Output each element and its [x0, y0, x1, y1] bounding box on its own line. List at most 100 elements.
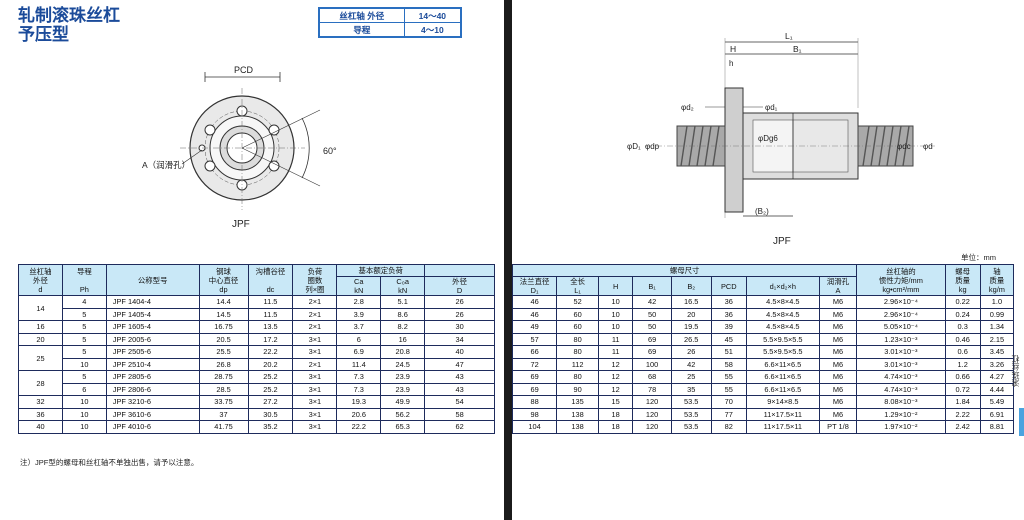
- table-cell: 1.2: [944, 357, 981, 371]
- side-tab[interactable]: [1019, 408, 1024, 436]
- table-cell: 78: [632, 382, 672, 396]
- table-cell: 36: [18, 407, 63, 421]
- table-cell: 1.29×10⁻²: [856, 407, 946, 421]
- table-cell: 14: [18, 295, 63, 321]
- table-cell: 4: [61, 295, 107, 309]
- table-cell: 4.27: [979, 370, 1015, 384]
- D1-label: φD₁: [627, 142, 641, 151]
- table-cell: JPF 2805-6: [105, 370, 200, 384]
- table-cell: 20: [18, 332, 63, 346]
- table-cell: 14.4: [198, 295, 249, 309]
- table-cell: 1.97×10⁻²: [856, 420, 946, 434]
- table-cell: M6: [818, 332, 858, 346]
- table-cell: 5: [61, 307, 107, 321]
- table-cell: 10: [598, 307, 634, 321]
- table-cell: 43: [424, 382, 495, 396]
- table-cell: 35: [670, 382, 712, 396]
- flange-front-view-drawing: PCD 60° A（润滑孔）: [142, 65, 337, 210]
- table-cell: 25: [670, 370, 712, 384]
- table-cell: 2.15: [979, 332, 1015, 346]
- table-cell: 23.9: [380, 370, 426, 384]
- table-cell: 5: [61, 332, 107, 346]
- table-cell: 4.44: [979, 382, 1015, 396]
- table-cell: 80: [556, 345, 600, 359]
- table-cell: 80: [556, 332, 600, 346]
- table-cell: 40: [18, 420, 63, 434]
- small-h-label: h: [729, 59, 733, 68]
- b2-label: (B₂): [755, 207, 769, 216]
- table-cell: 1.84: [944, 395, 981, 409]
- table-cell: 50: [632, 307, 672, 321]
- d2-label: φd₂: [681, 103, 694, 112]
- table-cell: 135: [556, 395, 600, 409]
- table-cell: 7.3: [336, 370, 382, 384]
- table-cell: 3×1: [292, 332, 338, 346]
- table-cell: 112: [556, 357, 600, 371]
- table-cell: 20.5: [198, 332, 249, 346]
- spec-box: 丝杠轴 外径 14～40 导程 4～10: [318, 7, 462, 38]
- table-cell: 32: [18, 395, 63, 409]
- table-cell: M6: [818, 307, 858, 321]
- table-cell: 30.5: [247, 407, 294, 421]
- table-cell: 69: [632, 345, 672, 359]
- table-cell: 10: [61, 395, 107, 409]
- table-cell: 51: [710, 345, 747, 359]
- table-cell: 5.49: [979, 395, 1015, 409]
- table-cell: 2.22: [944, 407, 981, 421]
- table-cell: 26.8: [198, 357, 249, 371]
- table-cell: 0.22: [944, 295, 981, 309]
- table-cell: 10: [61, 357, 107, 371]
- table-cell: 26: [424, 295, 495, 309]
- table-cell: 36: [710, 295, 747, 309]
- table-cell: 10: [61, 420, 107, 434]
- table-cell: 0.6: [944, 345, 981, 359]
- table-cell: 3.9: [336, 307, 382, 321]
- table-cell: M6: [818, 370, 858, 384]
- table-cell: 42: [632, 295, 672, 309]
- page-gutter: [504, 0, 512, 520]
- table-cell: 2×1: [292, 307, 338, 321]
- col-model: 公称型号: [105, 264, 200, 296]
- col-holes: d₁×d₂×h: [745, 276, 820, 296]
- table-cell: 104: [511, 420, 558, 434]
- table-cell: 2×1: [292, 357, 338, 371]
- l1-label: L₁: [785, 31, 793, 41]
- table-cell: 2×1: [292, 295, 338, 309]
- table-cell: 37: [198, 407, 249, 421]
- table-cell: M6: [818, 382, 858, 396]
- table-cell: JPF 2806-6: [105, 382, 200, 396]
- table-cell: 11×17.5×11: [745, 407, 820, 421]
- col-b1: B₁: [632, 276, 672, 296]
- table-cell: 53.5: [670, 420, 712, 434]
- table-cell: 15: [598, 395, 634, 409]
- table-cell: 17.2: [247, 332, 294, 346]
- d1-label: φd₁: [765, 103, 778, 112]
- table-cell: 53.5: [670, 407, 712, 421]
- table-cell: JPF 4010-6: [105, 420, 200, 434]
- table-cell: 2×1: [292, 320, 338, 334]
- table-cell: 5: [61, 345, 107, 359]
- table-cell: 77: [710, 407, 747, 421]
- table-cell: 20.8: [380, 345, 426, 359]
- table-cell: 22.2: [247, 345, 294, 359]
- table-cell: 26: [670, 345, 712, 359]
- table-cell: 49: [511, 320, 558, 334]
- table-cell: M6: [818, 407, 858, 421]
- table-cell: 11: [598, 332, 634, 346]
- table-cell: 25.2: [247, 370, 294, 384]
- oil-hole-label: A（润滑孔）: [142, 160, 190, 170]
- table-cell: 90: [556, 382, 600, 396]
- table-cell: 25.2: [247, 382, 294, 396]
- dg6-label: φDg6: [758, 134, 778, 143]
- table-cell: 14.5: [198, 307, 249, 321]
